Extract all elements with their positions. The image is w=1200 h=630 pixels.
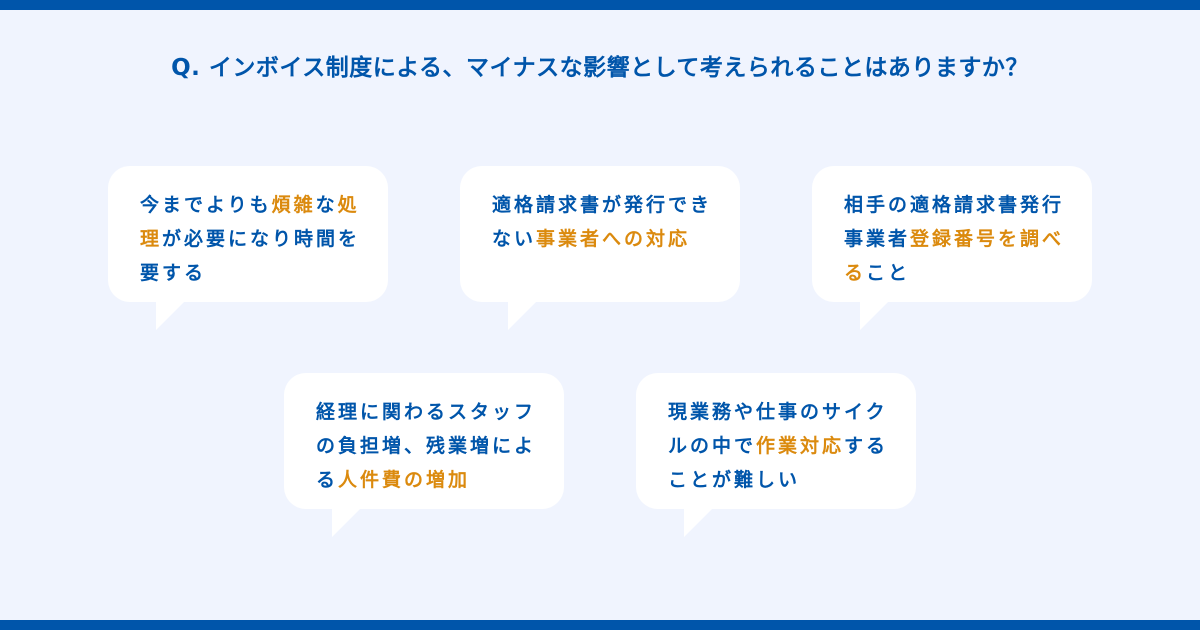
text-segment: な (315, 194, 338, 216)
text-segment: 相手の適格請求書発行事業者 (844, 194, 1065, 250)
bottom-accent-bar (0, 620, 1200, 630)
question-heading: Q. インボイス制度による、マイナスな影響として考えられることはありますか？ (171, 55, 1029, 81)
text-segment: 経理に関わるスタッフの負担増、残業増による (316, 401, 537, 491)
bubble-text: 今までよりも煩雑な処理が必要になり時間を要する (140, 188, 362, 290)
bubble-text: 相手の適格請求書発行事業者登録番号を調べること (844, 188, 1066, 290)
highlight-segment: 処理 (140, 194, 360, 250)
speech-bubble-tail (156, 300, 186, 330)
bubble-text: 現業務や仕事のサイクルの中で作業対応することが難しい (668, 395, 890, 497)
highlight-segment: 煩雑 (271, 194, 316, 216)
speech-bubble-tail (684, 507, 714, 537)
speech-bubble-4: 経理に関わるスタッフの負担増、残業増による人件費の増加 (284, 373, 564, 537)
text-segment: 適格請求書が発行できない (492, 194, 713, 250)
text-segment: こと (866, 262, 911, 284)
speech-bubble-2: 適格請求書が発行できない事業者への対応 (460, 166, 740, 330)
highlight-segment: 作業対応 (756, 435, 845, 457)
highlight-segment: 事業者への対応 (536, 228, 691, 250)
highlight-segment: 登録番号を調べる (844, 228, 1065, 284)
text-segment: することが難しい (668, 435, 889, 491)
text-segment: が必要になり時間を要する (140, 228, 361, 284)
text-segment: 現業務や仕事のサイクルの中で (668, 401, 888, 457)
bubble-text: 経理に関わるスタッフの負担増、残業増による人件費の増加 (316, 395, 538, 497)
speech-bubble-tail (508, 300, 538, 330)
top-accent-bar (0, 0, 1200, 10)
highlight-segment: 人件費の増加 (338, 469, 471, 491)
bubble-text: 適格請求書が発行できない事業者への対応 (492, 188, 714, 256)
speech-bubble-3: 相手の適格請求書発行事業者登録番号を調べること (812, 166, 1092, 330)
text-segment: 今までよりも (140, 194, 272, 216)
speech-bubble-tail (332, 507, 362, 537)
speech-bubble-1: 今までよりも煩雑な処理が必要になり時間を要する (108, 166, 388, 330)
speech-bubble-tail (860, 300, 890, 330)
speech-bubble-5: 現業務や仕事のサイクルの中で作業対応することが難しい (636, 373, 916, 537)
